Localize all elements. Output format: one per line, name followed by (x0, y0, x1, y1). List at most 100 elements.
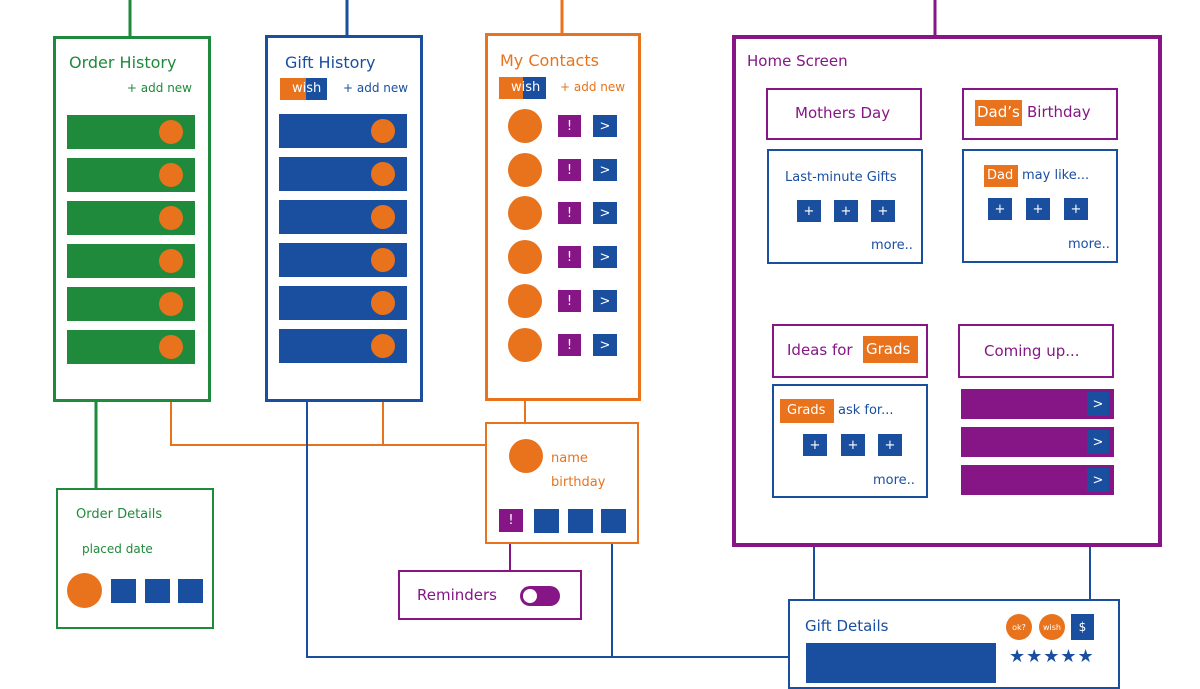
add-gift-button[interactable]: + (803, 434, 827, 456)
contact-avatar[interactable] (508, 196, 542, 230)
contact-open-button[interactable]: > (593, 202, 617, 224)
add-gift-button[interactable]: + (797, 200, 821, 222)
order-row-avatar (159, 335, 183, 359)
order-details-title: Order Details (76, 507, 163, 522)
order-item-button[interactable] (145, 579, 170, 603)
grads-ask-tag: Grads (787, 403, 826, 418)
gift-row[interactable] (279, 286, 407, 320)
gift-history-wish-tag[interactable]: wish (280, 78, 327, 100)
contact-detail-panel: name birthday ! (485, 422, 639, 544)
coming-up-title: Coming up... (984, 342, 1080, 360)
ok-badge[interactable]: ok? (1006, 614, 1032, 640)
gift-history-title: Gift History (285, 53, 376, 72)
add-gift-button[interactable]: + (841, 434, 865, 456)
contact-alert-button[interactable]: ! (558, 115, 581, 137)
contact-avatar[interactable] (508, 328, 542, 362)
contact-alert-button[interactable]: ! (558, 159, 581, 181)
ideas-for-text: Ideas for (787, 341, 853, 359)
contact-alert-button[interactable]: ! (558, 334, 581, 356)
grads-ask-for-card: Grads ask for... + + + more.. (772, 384, 928, 498)
mothers-day-card[interactable]: Mothers Day (766, 88, 922, 140)
gift-row[interactable] (279, 329, 407, 363)
contact-alert-button[interactable]: ! (558, 246, 581, 268)
contact-open-button[interactable]: > (593, 334, 617, 356)
last-minute-gifts-card: Last-minute Gifts + + + more.. (767, 149, 923, 264)
order-row[interactable] (67, 201, 195, 235)
order-row[interactable] (67, 330, 195, 364)
upcoming-event-row[interactable]: > (961, 389, 1114, 419)
gift-row-avatar (371, 248, 395, 272)
order-row[interactable] (67, 287, 195, 321)
dads-birthday-card[interactable]: Dad’s Birthday (962, 88, 1118, 140)
contact-open-button[interactable]: > (593, 159, 617, 181)
order-history-panel: Order History + add new (53, 36, 211, 402)
gift-row-avatar (371, 334, 395, 358)
order-history-add-new[interactable]: + add new (126, 81, 192, 95)
reminders-label: Reminders (417, 586, 497, 604)
add-gift-button[interactable]: + (1064, 198, 1088, 220)
order-avatar (67, 573, 102, 608)
order-item-button[interactable] (178, 579, 203, 603)
more-link[interactable]: more.. (871, 238, 913, 253)
gift-row[interactable] (279, 114, 407, 148)
more-link[interactable]: more.. (873, 473, 915, 488)
order-item-button[interactable] (111, 579, 136, 603)
upcoming-open-button[interactable]: > (1087, 392, 1109, 416)
upcoming-event-row[interactable]: > (961, 427, 1114, 457)
contact-action-button[interactable] (601, 509, 626, 533)
contact-avatar[interactable] (508, 109, 542, 143)
home-screen-title: Home Screen (747, 52, 848, 70)
order-row-avatar (159, 120, 183, 144)
coming-up-card[interactable]: Coming up... (958, 324, 1114, 378)
my-contacts-wish-label: wish (511, 80, 541, 95)
contact-avatar[interactable] (508, 153, 542, 187)
order-row[interactable] (67, 244, 195, 278)
upcoming-open-button[interactable]: > (1087, 430, 1109, 454)
grads-ask-rest: ask for... (838, 403, 894, 418)
contact-action-button[interactable] (568, 509, 593, 533)
contact-open-button[interactable]: > (593, 290, 617, 312)
contact-avatar[interactable] (508, 284, 542, 318)
contact-birthday: birthday (551, 475, 606, 490)
contact-alert-button[interactable]: ! (558, 290, 581, 312)
dad-tag: Dad (987, 168, 1014, 183)
contact-name: name (551, 451, 588, 466)
my-contacts-wish-tag[interactable]: wish (499, 77, 546, 99)
contact-alert-button[interactable]: ! (558, 202, 581, 224)
order-row[interactable] (67, 115, 195, 149)
order-row-avatar (159, 249, 183, 273)
wish-badge[interactable]: wish (1039, 614, 1065, 640)
gift-row[interactable] (279, 157, 407, 191)
contact-open-button[interactable]: > (593, 246, 617, 268)
gift-history-add-new[interactable]: + add new (343, 81, 409, 95)
order-row[interactable] (67, 158, 195, 192)
rating-stars: ★★★★★ (1009, 646, 1095, 667)
contact-action-button[interactable] (534, 509, 559, 533)
dads-birthday-rest: Birthday (1027, 103, 1091, 121)
gift-image-placeholder (806, 643, 996, 683)
home-screen-panel: Home Screen Mothers Day Dad’s Birthday L… (732, 35, 1162, 547)
upcoming-open-button[interactable]: > (1087, 468, 1109, 492)
price-button[interactable]: $ (1071, 614, 1094, 640)
upcoming-event-row[interactable]: > (961, 465, 1114, 495)
gift-row-avatar (371, 205, 395, 229)
reminder-alert-button[interactable]: ! (499, 509, 523, 532)
gift-row[interactable] (279, 200, 407, 234)
order-row-avatar (159, 206, 183, 230)
ideas-for-grads-card[interactable]: Ideas for Grads (772, 324, 928, 378)
contact-avatar (509, 439, 543, 473)
gift-row[interactable] (279, 243, 407, 277)
my-contacts-title: My Contacts (500, 51, 599, 70)
contact-avatar[interactable] (508, 240, 542, 274)
add-gift-button[interactable]: + (871, 200, 895, 222)
last-minute-title: Last-minute Gifts (785, 170, 897, 185)
add-gift-button[interactable]: + (1026, 198, 1050, 220)
my-contacts-add-new[interactable]: + add new (560, 80, 626, 94)
add-gift-button[interactable]: + (834, 200, 858, 222)
add-gift-button[interactable]: + (988, 198, 1012, 220)
more-link[interactable]: more.. (1068, 237, 1110, 252)
reminders-toggle[interactable] (520, 586, 560, 606)
contact-open-button[interactable]: > (593, 115, 617, 137)
add-gift-button[interactable]: + (878, 434, 902, 456)
gift-row-avatar (371, 119, 395, 143)
